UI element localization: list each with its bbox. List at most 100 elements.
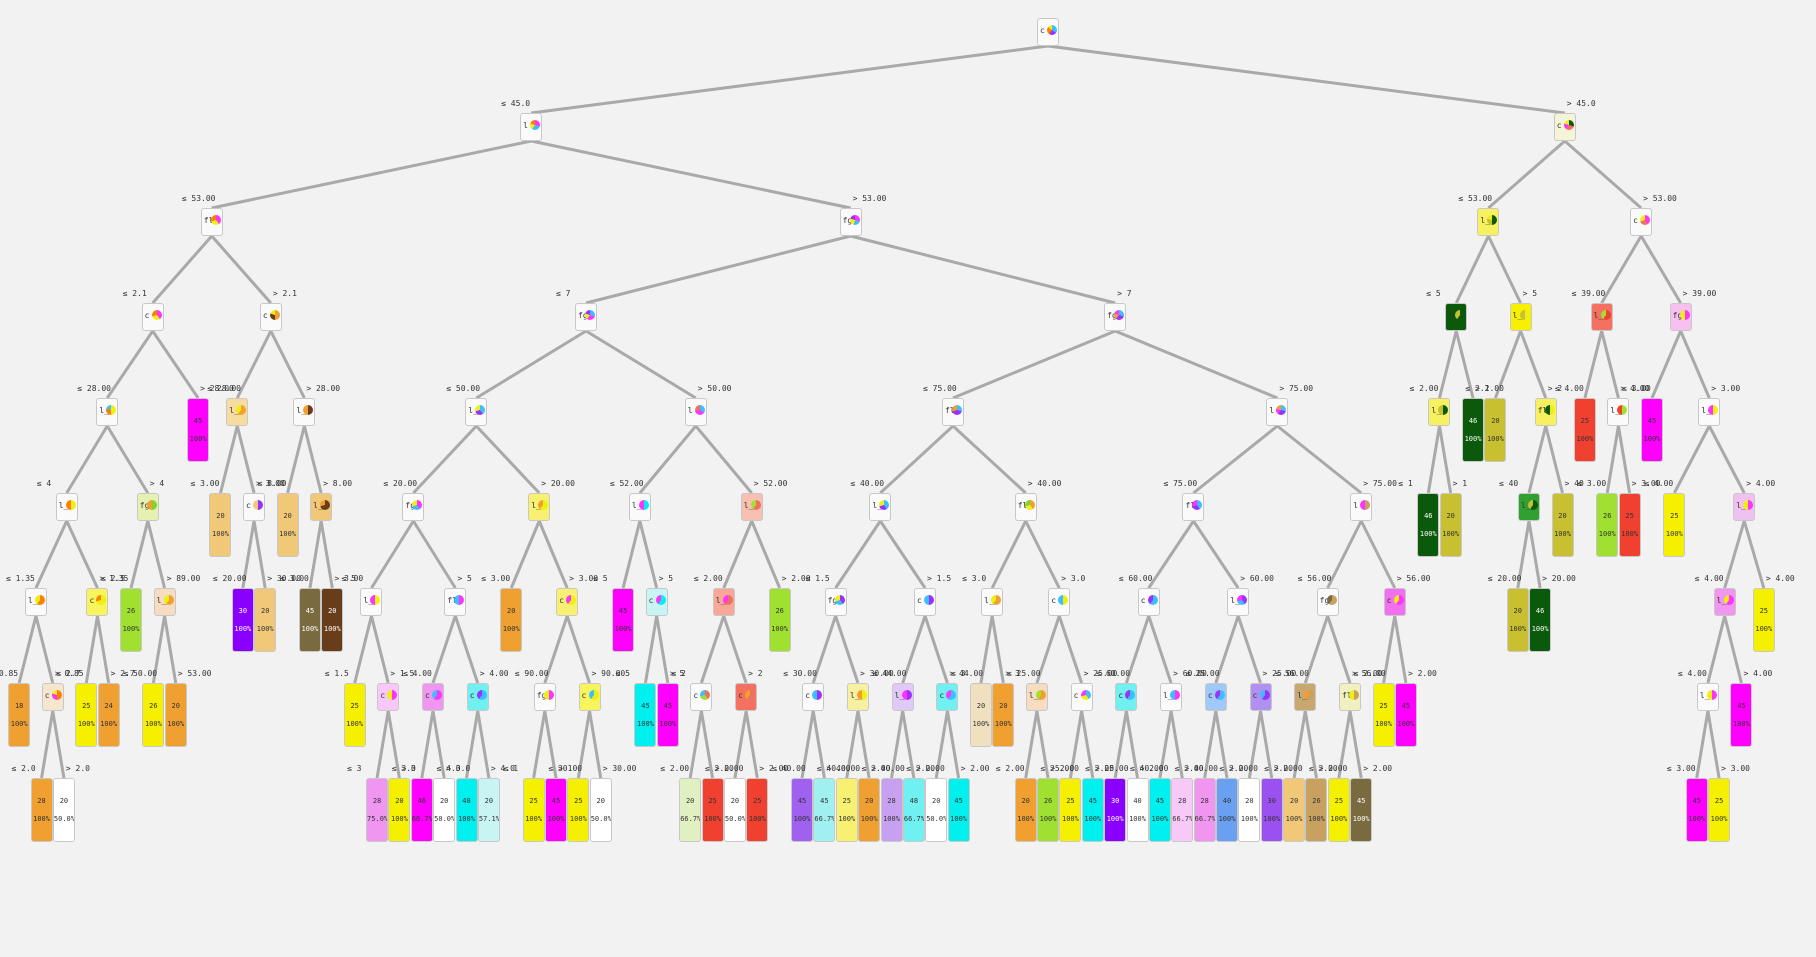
leaf-percentage: 100%: [1397, 720, 1415, 728]
leaf-percentage: 100%: [1621, 530, 1639, 538]
leaf-percentage: 100%: [972, 720, 990, 728]
edge-condition-label: ≤ 5: [341, 574, 356, 583]
tree-edge: [210, 235, 272, 304]
tree-edge: [1673, 425, 1711, 494]
leaf-count: 20: [1558, 512, 1567, 520]
leaf-percentage: 100%: [569, 815, 587, 823]
leaf-count: 26: [775, 607, 784, 615]
tree-edge: [34, 520, 69, 589]
split-node: fg: [824, 588, 847, 616]
tree-edge: [643, 615, 659, 684]
edge-condition-label: ≤ 40: [1498, 479, 1519, 488]
edge-condition-label: ≤ 4.00: [402, 669, 432, 678]
edge-condition-label: > 56.00: [1352, 669, 1386, 678]
tree-edge: [151, 615, 167, 684]
split-feature-label: c: [1252, 691, 1258, 700]
class-distribution-pie: [476, 690, 487, 700]
leaf-count: 20: [864, 797, 874, 805]
tree-edge: [543, 615, 569, 684]
leaf-percentage: 100%: [1419, 530, 1437, 538]
tree-edge: [146, 520, 167, 589]
leaf-percentage: 100%: [1240, 815, 1258, 823]
tree-edge: [95, 615, 111, 684]
tree-edge: [901, 710, 916, 779]
tree-edge: [811, 710, 826, 779]
edge-condition-label: ≤ 2.00: [1409, 384, 1439, 393]
leaf-percentage: 100%: [748, 815, 766, 823]
split-feature-label: c: [939, 691, 945, 700]
edge-condition-label: ≤ 25.00: [1185, 669, 1220, 678]
edge-condition-label: > 3.00: [569, 574, 599, 583]
class-distribution-pie: [1125, 690, 1136, 700]
class-distribution-pie: [700, 690, 711, 700]
edge-condition-label: ≤ 2: [671, 669, 686, 678]
leaf-percentage: 100%: [279, 530, 296, 538]
edge-condition-label: > 53.00: [177, 669, 212, 678]
leaf-percentage: 100%: [525, 815, 543, 823]
leaf-count: 26: [1603, 512, 1612, 520]
edge-condition-label: > 2.00: [1363, 764, 1393, 773]
tree-edge: [722, 615, 748, 684]
leaf-count: 20: [1513, 607, 1522, 615]
leaf-percentage: 100%: [883, 815, 900, 823]
leaf-count: 40: [1222, 797, 1232, 805]
edge-condition-label: ≤ 45.0: [501, 99, 531, 108]
edge-condition-label: > 2.1: [272, 289, 297, 298]
edge-condition-label: ≤ 60.00: [1118, 574, 1153, 583]
class-distribution-pie: [1455, 310, 1466, 320]
class-distribution-pie: [1743, 500, 1754, 510]
split-feature-label: l: [687, 406, 693, 415]
tree-edge: [879, 520, 927, 589]
split-feature-label: fg: [842, 216, 853, 225]
leaf-percentage: 100%: [1486, 435, 1504, 443]
leaf-percentage: 100%: [994, 720, 1012, 728]
tree-edge: [850, 234, 1116, 305]
class-distribution-pie: [1080, 690, 1091, 700]
tree-edge: [163, 615, 178, 684]
leaf-percentage: 66.7%: [680, 815, 702, 823]
edge-condition-label: ≤ 56.00: [1275, 669, 1309, 678]
edge-condition-label: ≤ 3.0: [962, 574, 987, 583]
split-node: l_2: [846, 683, 869, 711]
split-node: l_2: [740, 493, 763, 521]
leaf-percentage: 100%: [1755, 625, 1773, 633]
leaf-percentage: 57.1%: [478, 815, 500, 823]
tree-edge: [655, 615, 670, 684]
edge-condition-label: ≤ 28.00: [207, 384, 241, 393]
leaf-percentage: 100%: [1710, 815, 1728, 823]
edge-condition-label: > 2.00: [1050, 764, 1079, 773]
edge-condition-label: > 4.00: [479, 669, 509, 678]
edge-condition-label: ≤ 4: [36, 479, 52, 488]
split-node: c: [556, 588, 579, 616]
edge-condition-label: > 20.00: [541, 479, 575, 488]
leaf-count: 20: [730, 797, 740, 805]
tree-edge: [750, 520, 782, 589]
leaf-percentage: 100%: [1084, 815, 1102, 823]
split-node: fg: [575, 303, 598, 331]
leaf-percentage: 100%: [793, 815, 811, 823]
leaf-count: 46: [1468, 417, 1478, 425]
tree-edge: [1203, 710, 1218, 779]
leaf-count: 20: [596, 797, 605, 805]
class-distribution-pie: [1237, 595, 1248, 605]
tree-edge: [1438, 330, 1458, 399]
edge-condition-label: ≤ 2.1: [122, 289, 147, 298]
class-distribution-pie: [1214, 690, 1225, 700]
tree-edge: [1024, 520, 1061, 589]
edge-condition-label: > 2.00: [960, 764, 990, 773]
split-node: c: [578, 683, 601, 711]
split-node: l_2: [96, 398, 119, 426]
class-distribution-pie: [722, 595, 733, 605]
edge-condition-label: ≤ 2.7: [56, 669, 81, 678]
class-distribution-pie: [303, 405, 314, 415]
split-node: fl: [1014, 493, 1037, 521]
